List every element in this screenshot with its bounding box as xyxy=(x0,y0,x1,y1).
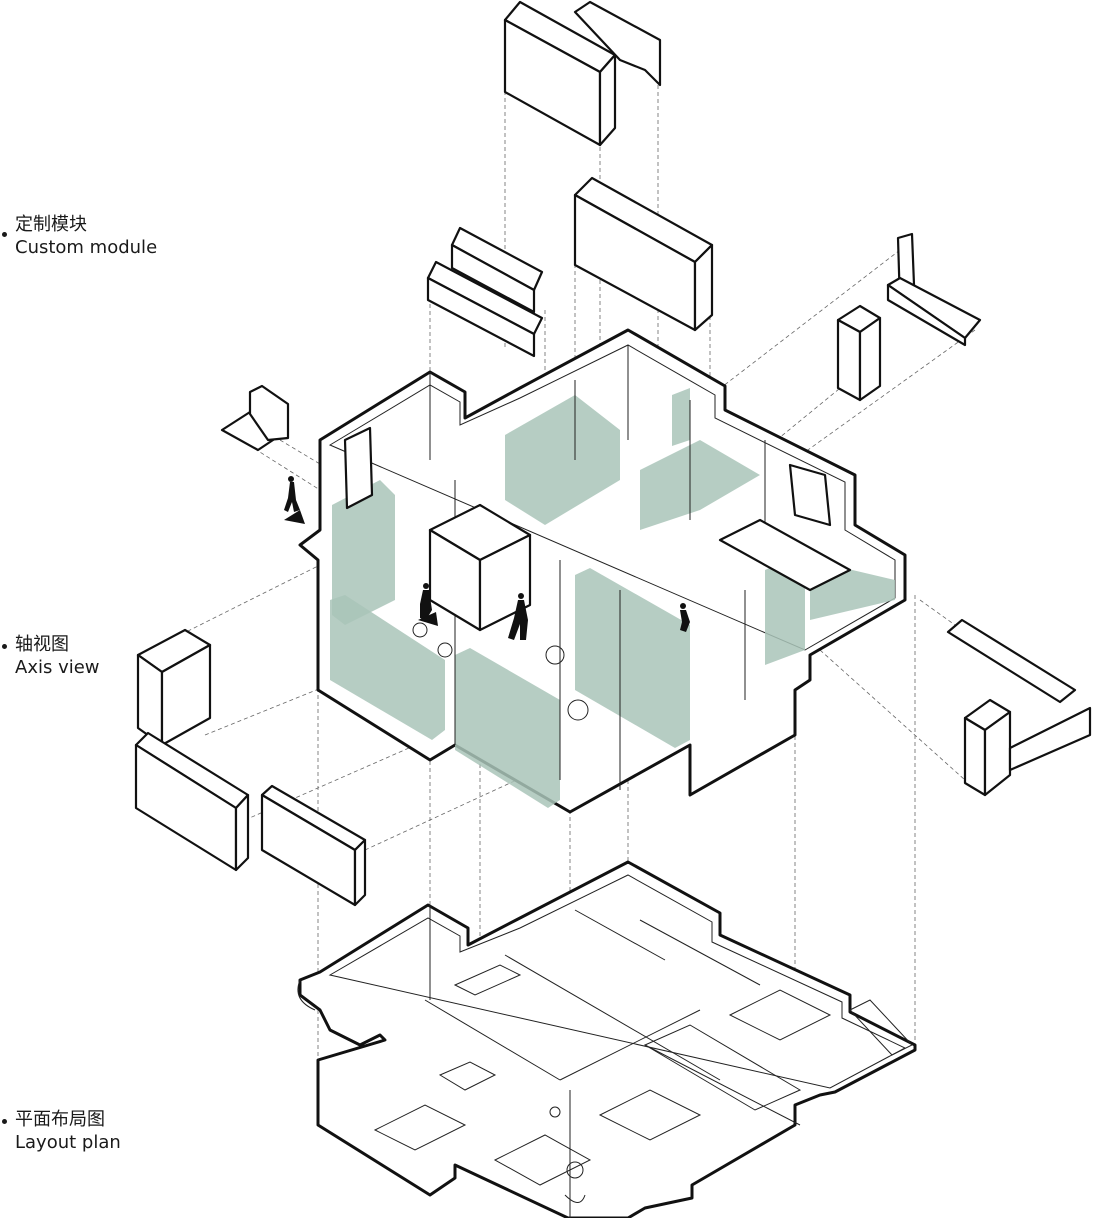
legend-custom-module-zh: 定制模块 xyxy=(15,214,87,235)
custom-module-desk-right xyxy=(886,232,982,347)
custom-module-tall-wardrobe xyxy=(503,0,662,147)
bullet-dot xyxy=(2,644,7,649)
module-highlight-areas xyxy=(330,388,895,808)
custom-module-bottom-right xyxy=(946,618,1092,797)
custom-module-shoe-cabinet xyxy=(136,628,212,747)
axis-view-model xyxy=(284,328,907,814)
custom-module-locker xyxy=(836,304,882,402)
custom-module-small-left xyxy=(220,384,290,452)
legend-axis-view-zh: 轴视图 xyxy=(15,634,69,655)
people-figures xyxy=(284,476,690,640)
legend-axis-view-en: Axis view xyxy=(15,657,100,678)
legend-custom-module-en: Custom module xyxy=(15,237,158,258)
custom-module-panel xyxy=(260,784,367,907)
legend-layout-plan-en: Layout plan xyxy=(15,1132,121,1153)
legend-layout-plan-zh: 平面布局图 xyxy=(15,1109,105,1130)
layout-plan-floor xyxy=(297,860,917,1218)
bullet-dot xyxy=(2,232,7,237)
custom-module-upper-shelf xyxy=(426,226,544,358)
bullet-dot xyxy=(2,1119,7,1124)
custom-module-wall-cabinet-long xyxy=(573,176,714,332)
custom-module-tv-wall xyxy=(134,731,250,872)
